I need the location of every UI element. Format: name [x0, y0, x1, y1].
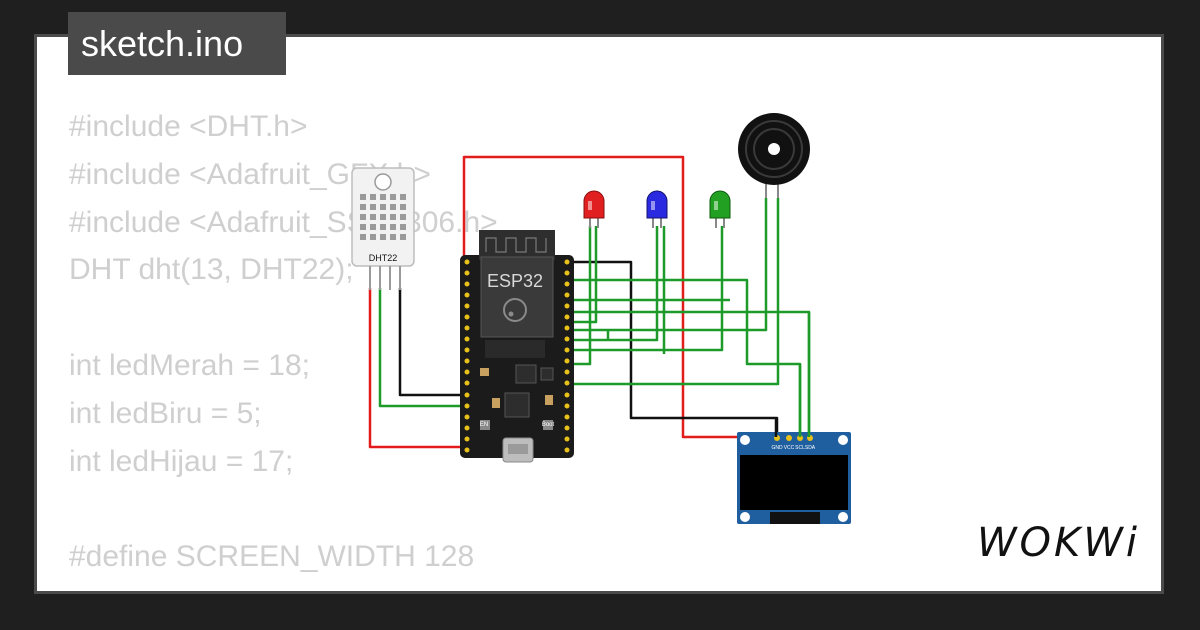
- code-line: int ledBiru = 5;: [69, 396, 262, 430]
- oled-screen: [740, 455, 848, 510]
- esp32-label: ESP32: [487, 271, 543, 291]
- led-green[interactable]: [709, 190, 731, 228]
- wire-ground-dht: [398, 288, 464, 397]
- code-line: #define SCREEN_HEIGHT 64: [69, 581, 498, 591]
- wire-signal-7: [569, 226, 724, 352]
- boot-button[interactable]: [543, 420, 553, 430]
- oled-pin-vcc: VCC: [784, 445, 795, 451]
- wire-tips: [774, 312, 811, 437]
- boot-label: Boot: [542, 422, 555, 428]
- wire-signal-4: [569, 226, 598, 324]
- code-line: DHT dht(13, DHT22);: [69, 253, 354, 287]
- code-line: #include <DHT.h>: [69, 110, 308, 143]
- preview-card: #include <DHT.h>#include <Adafruit_GFX.h…: [34, 34, 1164, 594]
- led-red[interactable]: [583, 190, 605, 228]
- esp32-board[interactable]: ESP32 EN Boot: [460, 230, 574, 463]
- dht22-label: DHT22: [369, 253, 398, 263]
- code-line: #define SCREEN_WIDTH 128: [69, 540, 475, 574]
- en-label: EN: [480, 422, 488, 428]
- filename-tab[interactable]: sketch.ino: [68, 12, 286, 75]
- en-button[interactable]: [480, 420, 490, 430]
- wire-signal-dht: [378, 288, 464, 408]
- wokwi-logo: WOKWi: [977, 520, 1140, 566]
- oled-display[interactable]: GND VCC SCL SDA: [737, 432, 851, 524]
- dht22-sensor[interactable]: DHT22: [351, 167, 415, 290]
- wire-power-oled: [462, 155, 780, 439]
- wire-signal-5: [569, 198, 768, 332]
- wire-signal-9: [569, 198, 780, 386]
- oled-pin-gnd: GND: [771, 445, 783, 451]
- code-line: #include <Adafruit_SSD1306.h>: [69, 205, 498, 239]
- code-line: int ledHijau = 17;: [69, 444, 294, 478]
- buzzer[interactable]: [738, 113, 810, 198]
- oled-pin-sda: SDA: [805, 445, 816, 451]
- wire-signal-8: [569, 226, 592, 366]
- led-blue[interactable]: [646, 190, 668, 228]
- wire-signal-6: [569, 226, 659, 342]
- wire-power-dht: [368, 288, 464, 449]
- oled-pin-scl: SCL: [795, 445, 805, 451]
- code-line: int ledMerah = 18;: [69, 348, 310, 382]
- code-preview: #include <DHT.h>#include <Adafruit_GFX.h…: [69, 103, 498, 591]
